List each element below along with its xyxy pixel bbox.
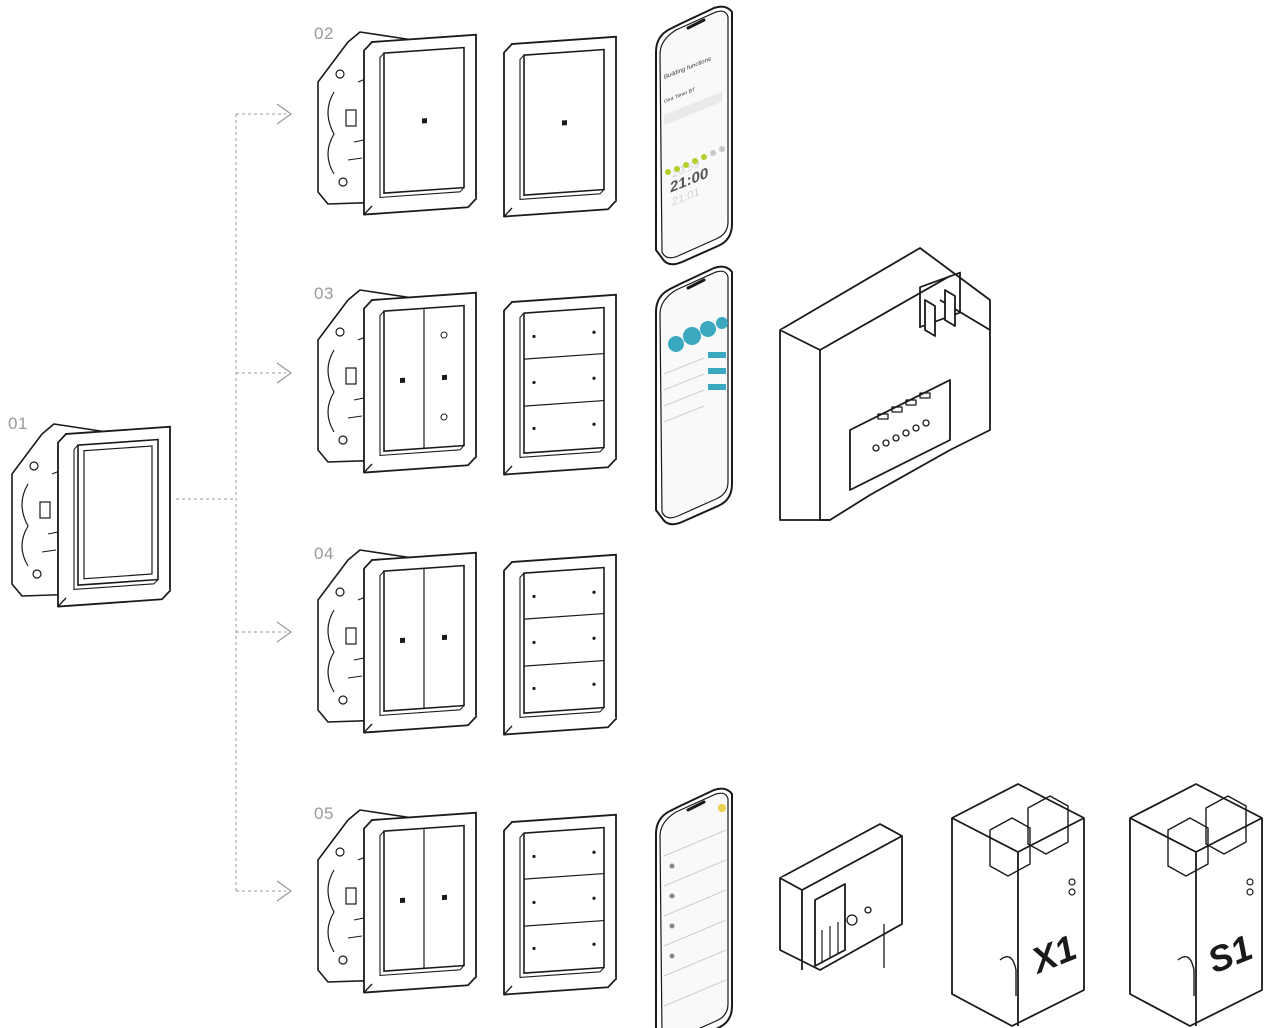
connector-lines bbox=[176, 114, 286, 891]
phone-03-list bbox=[708, 352, 726, 390]
push-button-plate-04 bbox=[504, 555, 616, 735]
surface-mount-box bbox=[780, 824, 902, 970]
smartphone-03 bbox=[656, 267, 732, 525]
switch-05-assembly bbox=[318, 810, 476, 993]
cover-frame-05 bbox=[364, 813, 476, 993]
push-button-plate-03 bbox=[504, 295, 616, 475]
cover-frame-03 bbox=[364, 293, 476, 473]
actuator-s1 bbox=[1130, 784, 1262, 1026]
cover-frame-04 bbox=[364, 553, 476, 733]
cover-plate-02 bbox=[504, 37, 616, 217]
cover-frame-01 bbox=[58, 427, 170, 607]
switch-01-assembly bbox=[12, 424, 170, 607]
switch-04-assembly bbox=[318, 550, 476, 733]
connector-arrows bbox=[277, 104, 291, 901]
push-button-plate-05 bbox=[504, 815, 616, 995]
cover-frame-02 bbox=[364, 35, 476, 215]
smartphone-02: Building functions Gira Timer BT 20:59 2… bbox=[656, 7, 732, 265]
actuator-x1 bbox=[952, 784, 1084, 1026]
smartphone-05 bbox=[656, 789, 732, 1028]
system-gateway-device bbox=[780, 248, 990, 520]
switch-02-assembly bbox=[318, 32, 476, 215]
switch-03-assembly bbox=[318, 290, 476, 473]
